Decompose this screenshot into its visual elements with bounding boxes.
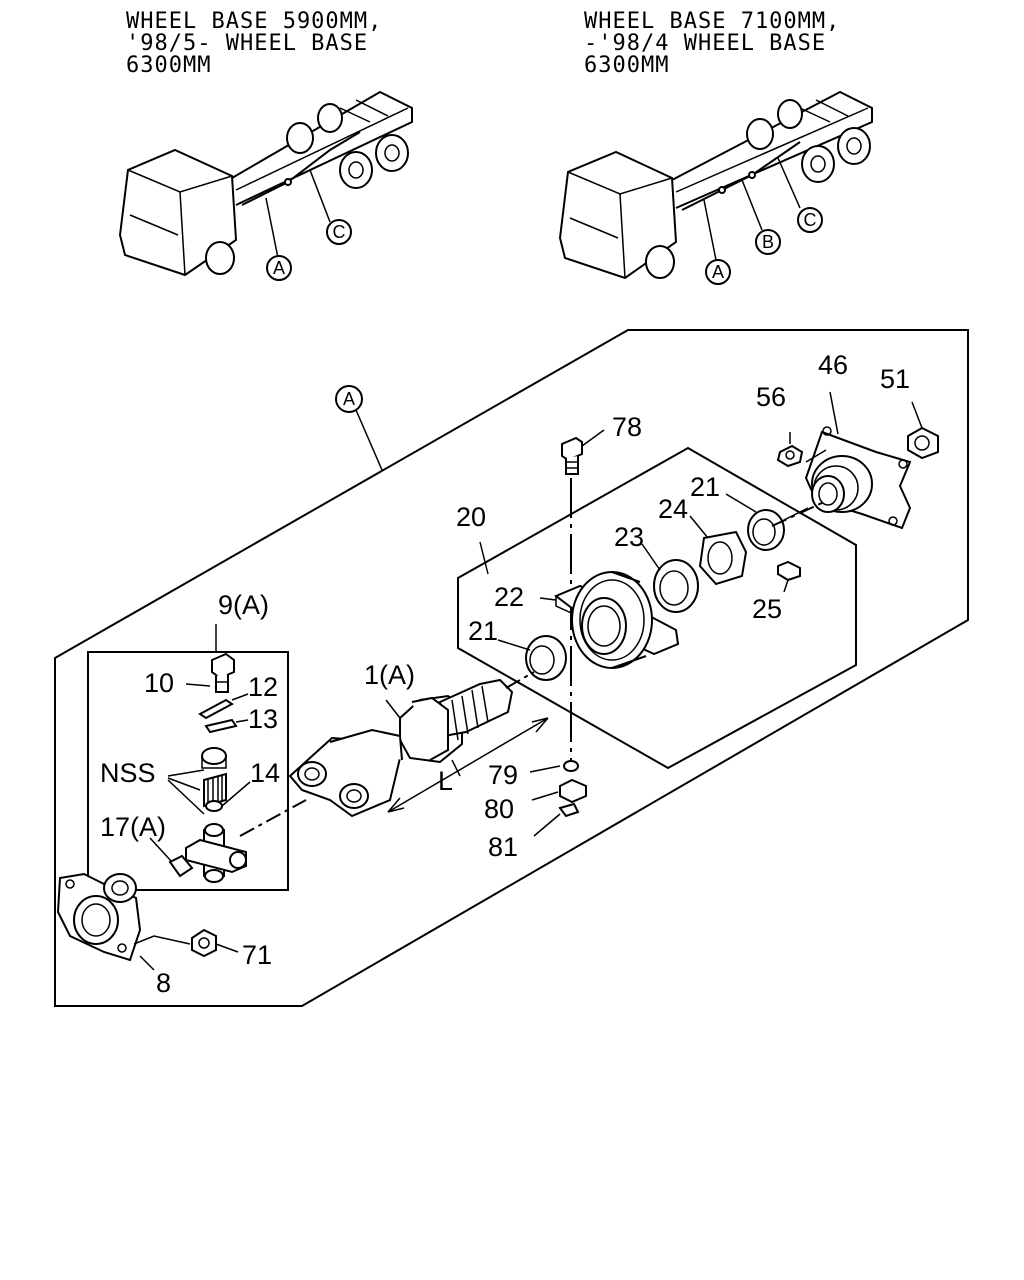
bearing-23 xyxy=(653,559,699,613)
truck-right-callout-a: A xyxy=(705,259,731,285)
needle-bearing-nss xyxy=(203,772,227,808)
label-78: 78 xyxy=(612,412,642,442)
bolt-78 xyxy=(561,429,605,475)
label-23: 23 xyxy=(614,522,644,552)
bolt-10 xyxy=(185,652,235,693)
washer-51 xyxy=(907,401,939,460)
exploded-view-frame xyxy=(54,329,969,1007)
label-22: 22 xyxy=(494,582,524,612)
svg-text:B: B xyxy=(762,232,774,252)
label-21-left: 21 xyxy=(468,616,498,646)
dimension-l xyxy=(387,717,549,813)
washer-79 xyxy=(529,760,579,773)
truck-right xyxy=(558,90,873,280)
flange-yoke-8 xyxy=(56,872,142,962)
label-10: 10 xyxy=(144,668,174,698)
spider-cross xyxy=(185,822,247,884)
label-13: 13 xyxy=(248,704,278,734)
label-46: 46 xyxy=(818,350,848,380)
truck-left xyxy=(118,90,413,277)
svg-text:C: C xyxy=(804,210,817,230)
flange-yoke-46 xyxy=(804,426,912,530)
svg-text:C: C xyxy=(333,222,346,242)
label-nss: NSS xyxy=(100,758,156,788)
section-callout-a: A xyxy=(335,385,383,471)
label-51: 51 xyxy=(880,364,910,394)
label-l: L xyxy=(438,766,453,796)
right-header-line-3: 6300MM xyxy=(584,53,669,78)
label-25: 25 xyxy=(752,594,782,624)
label-79: 79 xyxy=(488,760,518,790)
bolt-13 xyxy=(204,718,249,734)
label-80: 80 xyxy=(484,794,514,824)
svg-text:A: A xyxy=(712,262,724,282)
right-header-line-1: WHEEL BASE 7100MM, xyxy=(584,9,840,34)
bearing-housing xyxy=(571,571,653,669)
label-21-right: 21 xyxy=(690,472,720,502)
label-9: 9(A) xyxy=(218,590,269,620)
label-56: 56 xyxy=(756,382,786,412)
label-1: 1(A) xyxy=(364,660,415,690)
nut-71 xyxy=(191,928,239,958)
label-12: 12 xyxy=(248,672,278,702)
nut-80 xyxy=(531,778,587,804)
nut-56 xyxy=(776,432,804,468)
seal-21-left xyxy=(525,635,567,681)
label-14: 14 xyxy=(250,758,280,788)
svg-text:A: A xyxy=(343,389,355,409)
seal-21-right xyxy=(747,509,785,551)
truck-left-callout-a: A xyxy=(266,255,292,281)
propeller-shaft-1 xyxy=(385,678,514,764)
right-header-line-2: -'98/4 WHEEL BASE xyxy=(584,31,826,56)
lock-plate-12 xyxy=(198,693,249,720)
ujoint-kit-box xyxy=(87,651,289,891)
grease-nipple-17 xyxy=(149,837,194,878)
right-header: WHEEL BASE 7100MM, -'98/4 WHEEL BASE 630… xyxy=(584,9,840,78)
part-labels: 46 51 56 78 21 24 20 23 22 25 9(A) 21 1(… xyxy=(100,350,910,998)
truck-right-callout-c: C xyxy=(797,207,823,233)
center-bearing-box xyxy=(457,446,857,770)
svg-text:A: A xyxy=(273,258,285,278)
left-header-line-1: WHEEL BASE 5900MM, xyxy=(126,9,382,34)
label-8: 8 xyxy=(156,968,171,998)
label-24: 24 xyxy=(658,494,688,524)
bearing-cap xyxy=(201,747,227,769)
cotter-81 xyxy=(533,802,580,837)
sleeve-yoke xyxy=(288,728,403,818)
grease-fitting-25 xyxy=(777,560,801,582)
collar-24 xyxy=(698,530,748,586)
washer-14 xyxy=(205,781,251,812)
truck-right-callout-b: B xyxy=(755,229,781,255)
label-20: 20 xyxy=(456,502,486,532)
left-header: WHEEL BASE 5900MM, '98/5- WHEEL BASE 630… xyxy=(126,9,382,78)
label-81: 81 xyxy=(488,832,518,862)
left-header-line-2: '98/5- WHEEL BASE xyxy=(126,31,368,56)
truck-left-callout-c: C xyxy=(326,219,352,245)
label-17: 17(A) xyxy=(100,812,166,842)
left-header-line-3: 6300MM xyxy=(126,53,211,78)
label-71: 71 xyxy=(242,940,272,970)
